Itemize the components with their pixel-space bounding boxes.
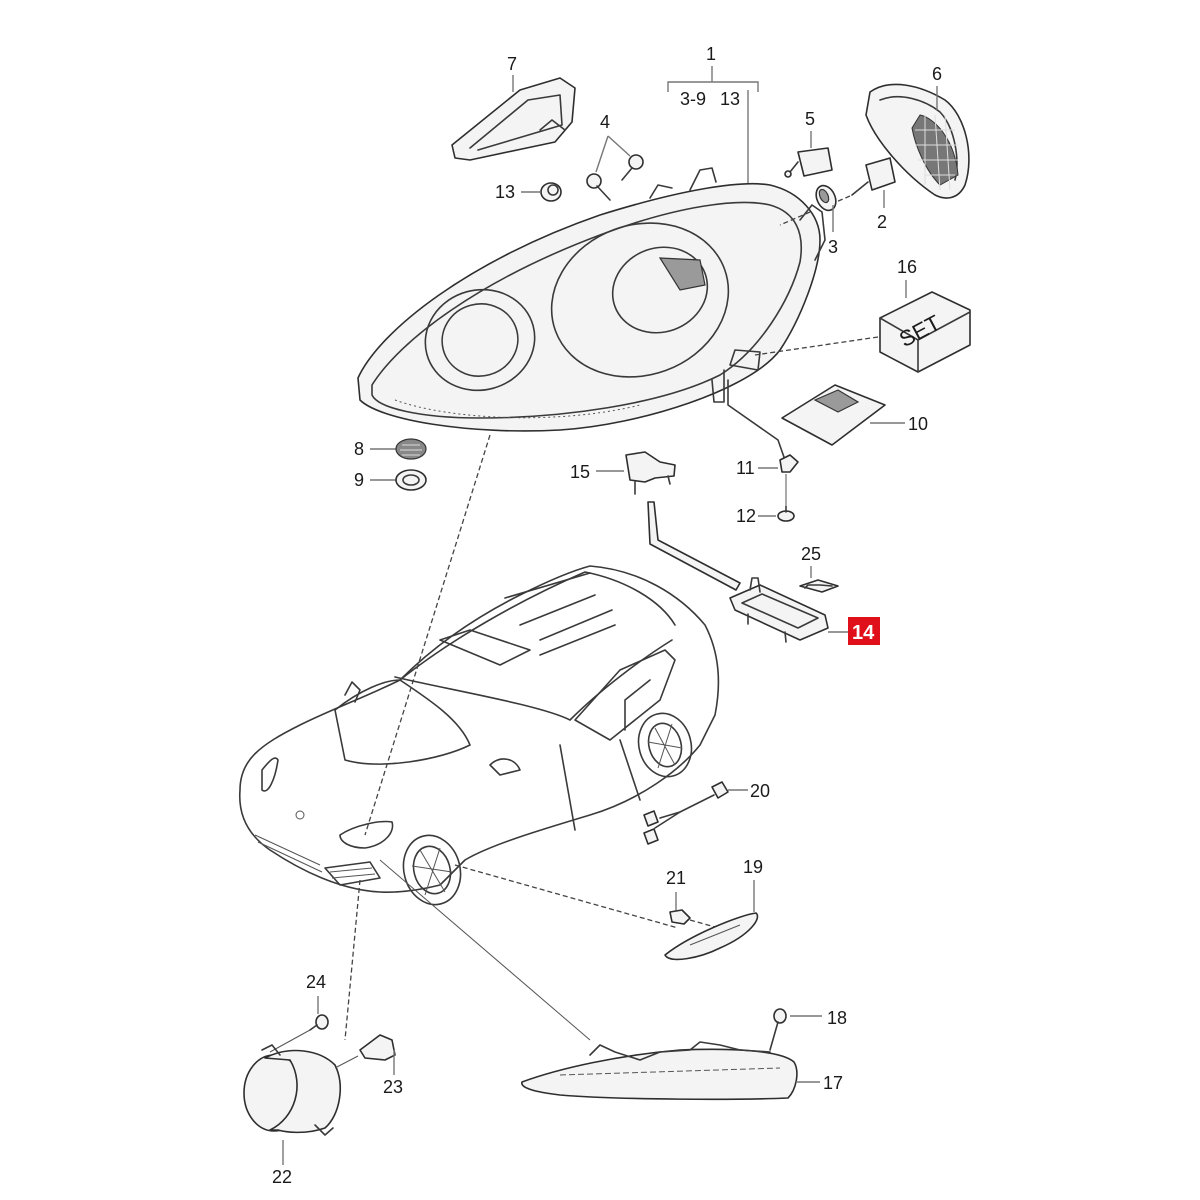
callout-label-16[interactable]: 16	[897, 257, 917, 277]
part-2-bulb-housing[interactable]: 2	[835, 157, 896, 232]
callout-label-18[interactable]: 18	[827, 1008, 847, 1028]
callout-label-1[interactable]: 1	[706, 44, 716, 64]
callout-label-15[interactable]: 15	[570, 462, 590, 482]
callout-label-19[interactable]: 19	[743, 857, 763, 877]
callout-label-23[interactable]: 23	[383, 1077, 403, 1097]
part-23-fog-bulb[interactable]: 23	[334, 1034, 403, 1097]
part-22-fog-light[interactable]: 22	[243, 1044, 341, 1187]
part-17-drl[interactable]: 17	[521, 1041, 843, 1101]
callout-label-22[interactable]: 22	[272, 1167, 292, 1187]
part-5-actuator[interactable]: 5	[784, 109, 833, 178]
part-20-wiring-harness[interactable]: 20	[643, 781, 770, 845]
callout-label-6[interactable]: 6	[932, 64, 942, 84]
part-21-bulb[interactable]: 21	[666, 868, 716, 928]
group-callout-1: 1 3-9 13	[667, 44, 759, 192]
part-16-set-box[interactable]: 16 SET	[754, 257, 971, 373]
part-9-seal-ring[interactable]: 9	[354, 469, 427, 491]
callout-label-11[interactable]: 11	[736, 458, 755, 478]
callout-label-10[interactable]: 10	[908, 414, 928, 434]
part-24-screw[interactable]: 24	[269, 972, 329, 1053]
callout-label-5[interactable]: 5	[805, 109, 815, 129]
vehicle-illustration	[238, 565, 720, 906]
part-7-bracket[interactable]: 7	[451, 54, 576, 161]
highlight-badge-14[interactable]	[848, 617, 880, 645]
group-extra-label: 13	[720, 89, 740, 109]
part-18-screw[interactable]: 18	[769, 1008, 847, 1051]
callout-label-2[interactable]: 2	[877, 212, 887, 232]
part-1-headlight-housing[interactable]	[357, 167, 826, 432]
callout-label-20[interactable]: 20	[750, 781, 770, 801]
callout-label-3[interactable]: 3	[828, 237, 838, 257]
callout-label-25[interactable]: 25	[801, 544, 821, 564]
part-13-grommet[interactable]: 13	[495, 182, 562, 202]
callout-label-8[interactable]: 8	[354, 439, 364, 459]
part-14-washer-bracket[interactable]: 14	[729, 577, 880, 645]
callout-label-24[interactable]: 24	[306, 972, 326, 992]
part-6-rear-cover[interactable]: 6	[865, 64, 970, 199]
part-12-screw[interactable]: 12	[736, 505, 795, 526]
callout-label-21[interactable]: 21	[666, 868, 686, 888]
part-4-screws[interactable]: 4	[586, 112, 644, 201]
part-8-vent-cap[interactable]: 8	[354, 438, 427, 460]
callout-label-7[interactable]: 7	[507, 54, 517, 74]
part-19-side-marker[interactable]: 19	[664, 857, 763, 961]
part-25-clip[interactable]: 25	[799, 544, 839, 593]
part-10-control-unit[interactable]: 10	[727, 379, 928, 461]
group-range-label: 3-9	[680, 89, 706, 109]
callout-label-12[interactable]: 12	[736, 506, 756, 526]
part-3-retaining-ring[interactable]: 3	[779, 182, 840, 257]
callout-label-4[interactable]: 4	[600, 112, 610, 132]
callout-label-13[interactable]: 13	[495, 182, 515, 202]
part-11-clip[interactable]: 11	[736, 454, 799, 505]
callout-label-17[interactable]: 17	[823, 1073, 843, 1093]
callout-label-14[interactable]: 14	[852, 622, 875, 644]
part-15-level-sensor[interactable]: 15	[570, 451, 741, 591]
callout-label-9[interactable]: 9	[354, 470, 364, 490]
reference-leaders	[344, 434, 679, 1041]
